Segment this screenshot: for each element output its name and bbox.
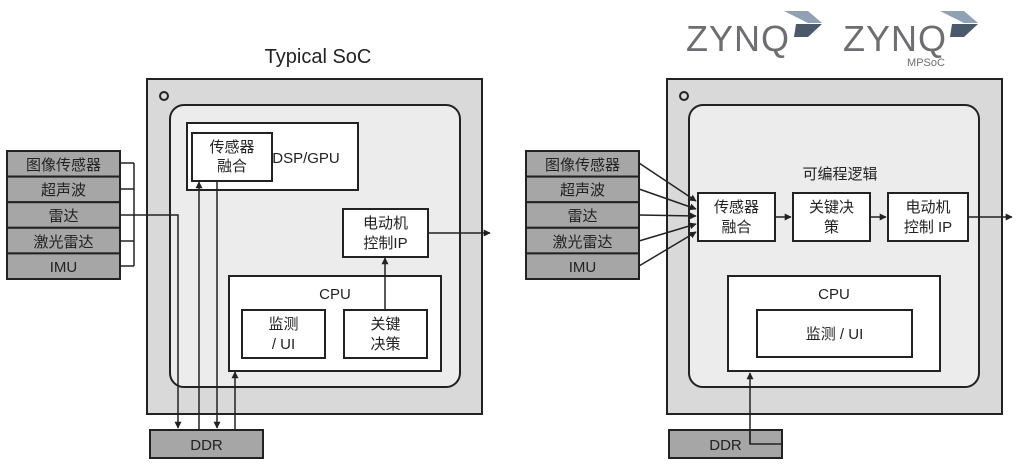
sensor-label: 超声波	[41, 181, 86, 199]
monitor-ui-label: 监测	[268, 316, 298, 333]
key-decision-label: 策	[824, 219, 839, 236]
motor-control-block	[342, 208, 429, 258]
monitor-ui-block	[241, 309, 326, 359]
sensor-label: 图像传感器	[545, 157, 620, 174]
ddr-block	[149, 429, 264, 459]
key-decision-label: 关键决	[809, 199, 854, 216]
sensor-fusion-label: 融合	[721, 219, 751, 236]
key-decision-label: 决策	[370, 336, 400, 353]
chip-pin1-marker	[679, 91, 689, 101]
programmable-logic-label: 可编程逻辑	[802, 166, 877, 183]
ddr-label: DDR	[709, 437, 742, 454]
key-decision-block	[792, 192, 871, 242]
sensor-label: 雷达	[567, 208, 597, 225]
sensor-box	[525, 226, 640, 255]
sensor-label: 激光雷达	[33, 234, 93, 251]
cpu-label: CPU	[319, 286, 351, 303]
sensor-label: 图像传感器	[26, 157, 101, 174]
sensor-label: IMU	[569, 259, 597, 276]
zynq-mpsoc-logo-text: ZYNQ	[843, 18, 947, 59]
monitor-ui-label: / UI	[272, 336, 295, 353]
sensor-list: 图像传感器 超声波 雷达 激光雷达 IMU	[6, 150, 121, 280]
cpu-label: CPU	[818, 286, 850, 303]
motor-control-label: 电动机	[905, 199, 950, 216]
sensor-fusion-block	[697, 192, 776, 242]
zynq-logo-text: ZYNQ	[686, 18, 790, 59]
key-decision-block	[343, 309, 428, 359]
sensor-label: 激光雷达	[552, 234, 612, 251]
typical-soc-diagram: Typical SoC 图像传感器 超声波 雷达 激光雷达 IMU	[6, 46, 491, 459]
sensor-bracket-lines	[120, 162, 182, 429]
ddr-label: DDR	[190, 437, 223, 454]
typical-soc-title: Typical SoC	[265, 46, 372, 68]
sensor-input-arrows	[638, 162, 697, 267]
sensor-label: 超声波	[560, 181, 605, 199]
motor-control-label: 电动机	[363, 215, 408, 232]
monitor-ui-label: 监测 / UI	[806, 326, 864, 343]
monitor-ui-block	[756, 309, 913, 358]
zynq-logo-mark	[784, 11, 822, 23]
motor-control-label: 控制IP	[363, 235, 407, 252]
sensor-fusion-label: 融合	[217, 158, 247, 175]
sensor-list: 图像传感器 超声波 雷达 激光雷达 IMU	[525, 150, 640, 280]
sensor-fusion-label: 传感器	[209, 139, 254, 156]
zynq-diagram: ZYNQ ZYNQ MPSoC 可编程逻辑 图像传感器 超声波 雷达 激光雷达 …	[525, 11, 1013, 459]
sensor-box	[525, 150, 640, 178]
ddr-connection-lines	[195, 181, 239, 430]
sensor-label: IMU	[50, 259, 78, 276]
sensor-box	[525, 252, 640, 280]
dsp-gpu-label: DSP/GPU	[272, 150, 340, 167]
key-decision-label: 关键	[370, 316, 400, 333]
sensor-box	[6, 252, 121, 280]
zynq-mpsoc-logo: ZYNQ MPSoC	[843, 11, 978, 69]
motor-control-label: 控制 IP	[904, 219, 952, 236]
mpsoc-subtitle: MPSoC	[907, 57, 945, 69]
zynq-logo: ZYNQ	[686, 11, 822, 59]
sensor-fusion-block	[191, 132, 273, 182]
sensor-fusion-label: 传感器	[714, 199, 759, 216]
zynq-mpsoc-logo-mark	[940, 11, 978, 23]
sensor-label: 雷达	[48, 208, 78, 225]
chip-pin1-marker	[159, 91, 169, 101]
